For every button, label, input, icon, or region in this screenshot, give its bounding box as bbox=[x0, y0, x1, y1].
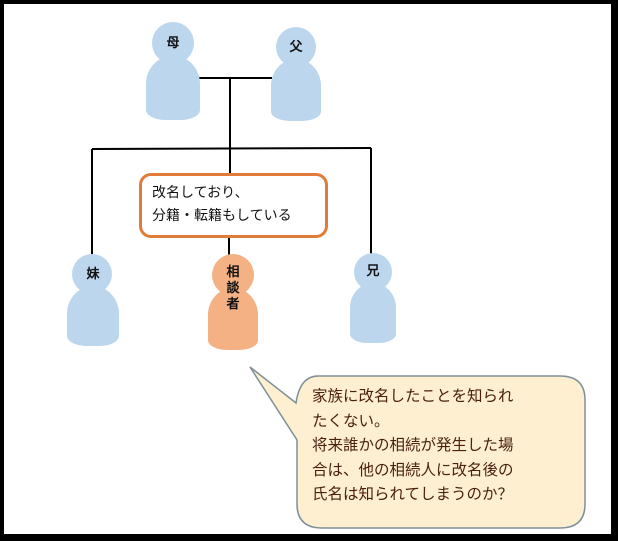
person-label: 父 bbox=[289, 40, 303, 55]
person-label-char: 談 bbox=[226, 281, 240, 296]
person-client: 相 談 者 bbox=[208, 254, 258, 352]
person-older-brother: 兄 bbox=[350, 253, 396, 345]
concern-line: 合は、他の相続人に改名後の bbox=[312, 460, 514, 479]
speech-bubble-shape bbox=[249, 366, 586, 529]
person-mother: 母 bbox=[146, 22, 200, 122]
concern-line: 家族に改名したことを知られ bbox=[312, 387, 514, 405]
note-line: 改名しており、 bbox=[152, 185, 249, 201]
person-label: 母 bbox=[166, 36, 180, 51]
person-body bbox=[146, 56, 200, 120]
concern-line: 氏名は知られてしまうのか？ bbox=[312, 485, 514, 503]
rename-note-box: 改名しており、 分籍・転籍もしている bbox=[139, 173, 328, 238]
person-body bbox=[208, 288, 258, 350]
siblings-bar-line bbox=[91, 147, 372, 150]
person-body bbox=[350, 283, 396, 343]
person-label-char: 者 bbox=[226, 297, 240, 312]
person-sister: 妹 bbox=[67, 254, 119, 346]
person-label: 兄 bbox=[366, 264, 380, 279]
concern-line: 将来誰かの相続が発生した場 bbox=[312, 436, 514, 454]
person-label-char: 相 bbox=[226, 265, 240, 280]
person-label: 妹 bbox=[86, 267, 100, 282]
concern-text: 家族に改名したことを知られ たくない。 将来誰かの相続が発生した場 合は、他の相… bbox=[312, 384, 582, 507]
concern-line: たくない。 bbox=[312, 411, 390, 430]
person-body bbox=[67, 286, 119, 346]
note-line: 分籍・転籍もしている bbox=[152, 208, 292, 224]
person-father: 父 bbox=[271, 27, 321, 123]
person-body bbox=[271, 59, 321, 121]
